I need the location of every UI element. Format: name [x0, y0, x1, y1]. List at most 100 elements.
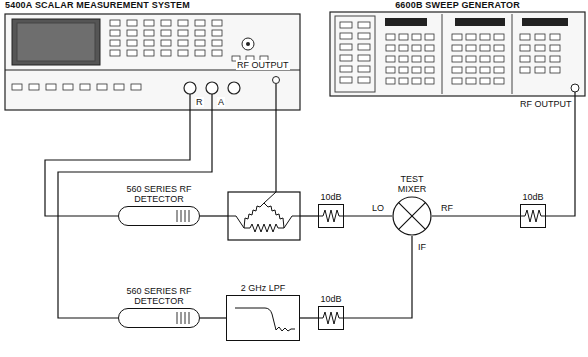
panel-key: [144, 50, 154, 56]
symbol: [319, 205, 345, 229]
port-label: RF OUTPUT: [236, 60, 290, 70]
crt-screen: [12, 19, 100, 65]
lowpass-filter: 2 GHz LPF: [226, 283, 300, 341]
panel-key: [195, 50, 205, 56]
panel-key: [178, 20, 188, 26]
detector-rib: [177, 312, 178, 324]
panel-key: [358, 22, 370, 28]
part-name: 10dB: [520, 192, 546, 202]
panel-key: [494, 34, 504, 40]
panel-key: [212, 40, 222, 46]
panel-key: [131, 84, 141, 90]
panel-key: [340, 44, 352, 50]
cable: [58, 110, 212, 318]
panel-key: [97, 84, 107, 90]
panel-key: [195, 40, 205, 46]
panel-key: [425, 34, 434, 40]
panel-key: [161, 40, 171, 46]
panel-key: [340, 66, 352, 72]
input-port-a: [206, 82, 218, 94]
rf-cable: [275, 84, 276, 192]
resistor-symbol: [244, 203, 264, 228]
signal-name: IF: [417, 242, 427, 252]
panel-key: [480, 45, 490, 51]
panel-key: [127, 20, 137, 26]
cable-stub: [574, 92, 575, 96]
panel-key: [386, 67, 395, 73]
panel-key: [466, 34, 476, 40]
power-splitter: [228, 192, 300, 240]
att-outline: [318, 204, 344, 228]
signal-name: A: [217, 97, 225, 107]
panel-key: [212, 30, 222, 36]
panel-key: [46, 84, 56, 90]
resistor-symbol: [521, 210, 545, 222]
panel-key: [127, 40, 137, 46]
panel-key: [195, 20, 205, 26]
panel-key: [386, 78, 395, 84]
panel-key: [358, 77, 370, 83]
tuning-knob: [242, 38, 254, 50]
rf-cable: [200, 215, 228, 216]
lpf-outline: [226, 295, 300, 341]
panel-key: [358, 66, 370, 72]
attenuator: 10dB: [520, 192, 546, 228]
port-label: RF OUTPUT: [519, 99, 573, 109]
panel-key: [520, 67, 530, 73]
panel-key: [386, 56, 395, 62]
display: [385, 18, 427, 26]
panel-key: [340, 22, 352, 28]
detector-rib: [185, 210, 186, 222]
panel-key: [520, 45, 530, 51]
panel-key: [110, 30, 120, 36]
part-name: TEST MIXER: [392, 174, 432, 194]
panel-key: [412, 56, 421, 62]
panel-key: [110, 20, 120, 26]
attenuator: 10dB: [318, 294, 344, 330]
panel-key: [452, 34, 462, 40]
panel-key: [425, 78, 434, 84]
panel-divider: [512, 14, 513, 94]
detector-rib: [177, 210, 178, 222]
panel-key: [178, 40, 188, 46]
panel-key: [550, 56, 560, 62]
att-outline: [318, 306, 344, 330]
cable: [300, 317, 318, 318]
panel-key: [535, 45, 545, 51]
panel-key: [452, 45, 462, 51]
panel-key: [340, 55, 352, 61]
panel-key: [144, 40, 154, 46]
panel-key: [535, 34, 545, 40]
panel-key: [161, 20, 171, 26]
panel-key: [127, 50, 137, 56]
cable: [546, 96, 575, 216]
symbol: [392, 196, 432, 236]
panel-key: [340, 33, 352, 39]
crt-face: [17, 23, 95, 61]
panel-key: [144, 20, 154, 26]
panel-key: [425, 45, 434, 51]
symbol: [521, 205, 547, 229]
panel-key: [494, 78, 504, 84]
attenuator: 10dB: [318, 192, 344, 228]
panel-key: [480, 34, 490, 40]
panel-key: [452, 78, 462, 84]
detector-rib: [189, 210, 190, 222]
panel-key: [412, 45, 421, 51]
cable: [432, 215, 520, 216]
panel-key: [358, 55, 370, 61]
panel-key: [340, 77, 352, 83]
instrument-body: [5, 14, 300, 110]
signal-name: R: [195, 97, 204, 107]
rf-detector: 560 SERIES RF DETECTOR: [118, 184, 200, 226]
panel-key: [550, 34, 560, 40]
panel-key: [399, 56, 408, 62]
part-name: 560 SERIES RF DETECTOR: [118, 286, 200, 306]
panel-key: [358, 44, 370, 50]
panel-key: [358, 33, 370, 39]
panel-key: [452, 67, 462, 73]
panel-key: [399, 45, 408, 51]
panel-key: [520, 34, 530, 40]
panel-key: [110, 40, 120, 46]
